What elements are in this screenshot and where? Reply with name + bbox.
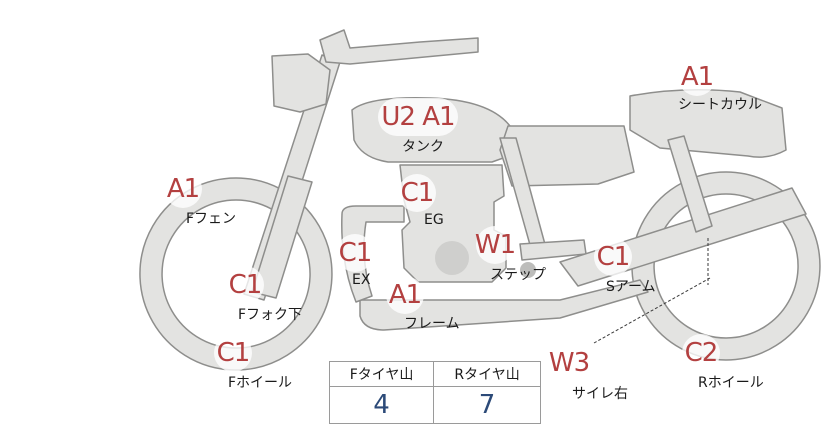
frame-lower-shape	[359, 279, 649, 331]
swing-arm-grade: C1	[594, 238, 632, 276]
headlight-shape	[271, 53, 331, 113]
front-tread-value: 4	[328, 386, 435, 424]
seat-cowl-grade: A1	[678, 58, 716, 96]
rear-wheel-label: Rホイール	[698, 375, 764, 391]
rear-tread-value: 7	[433, 386, 541, 424]
step-grade: W1	[475, 226, 516, 264]
front-tread-header: Fタイヤ山	[328, 361, 435, 387]
side-cover-right-label: サイレ右	[572, 386, 628, 402]
tank-grade: U2 A1	[378, 98, 458, 136]
frame-grade: A1	[386, 276, 424, 314]
engine-label: EG	[424, 212, 444, 228]
rear-wheel-grade: C2	[682, 334, 720, 372]
rear-tread-header: Rタイヤ山	[433, 361, 541, 387]
frame-label: フレーム	[404, 316, 460, 332]
fork-lower-shape	[251, 175, 313, 299]
swing-arm-label: Sアーム	[606, 279, 656, 295]
front-wheel-grade: C1	[214, 334, 252, 372]
tire-tread-table: Fタイヤ山 Rタイヤ山 4 7	[328, 361, 541, 424]
front-fender-grade: A1	[164, 170, 202, 208]
side-panel-shape	[499, 125, 635, 187]
rear-shock-shape	[667, 135, 713, 233]
tank-label: タンク	[402, 139, 444, 155]
front-wheel-label: Fホイール	[228, 375, 293, 391]
front-fender-label: Fフェン	[186, 211, 237, 227]
engine-grade: C1	[398, 174, 436, 212]
front-fork-lower-grade: C1	[226, 266, 264, 304]
exhaust-label: EX	[352, 272, 371, 288]
step-label: ステップ	[490, 267, 546, 283]
side-cover-right-grade: W3	[549, 344, 590, 382]
exhaust-grade: C1	[336, 234, 374, 272]
handlebar-shape	[319, 29, 479, 65]
front-fork-lower-label: Fフォク下	[238, 307, 303, 323]
seat-cowl-label: シートカウル	[678, 97, 762, 113]
